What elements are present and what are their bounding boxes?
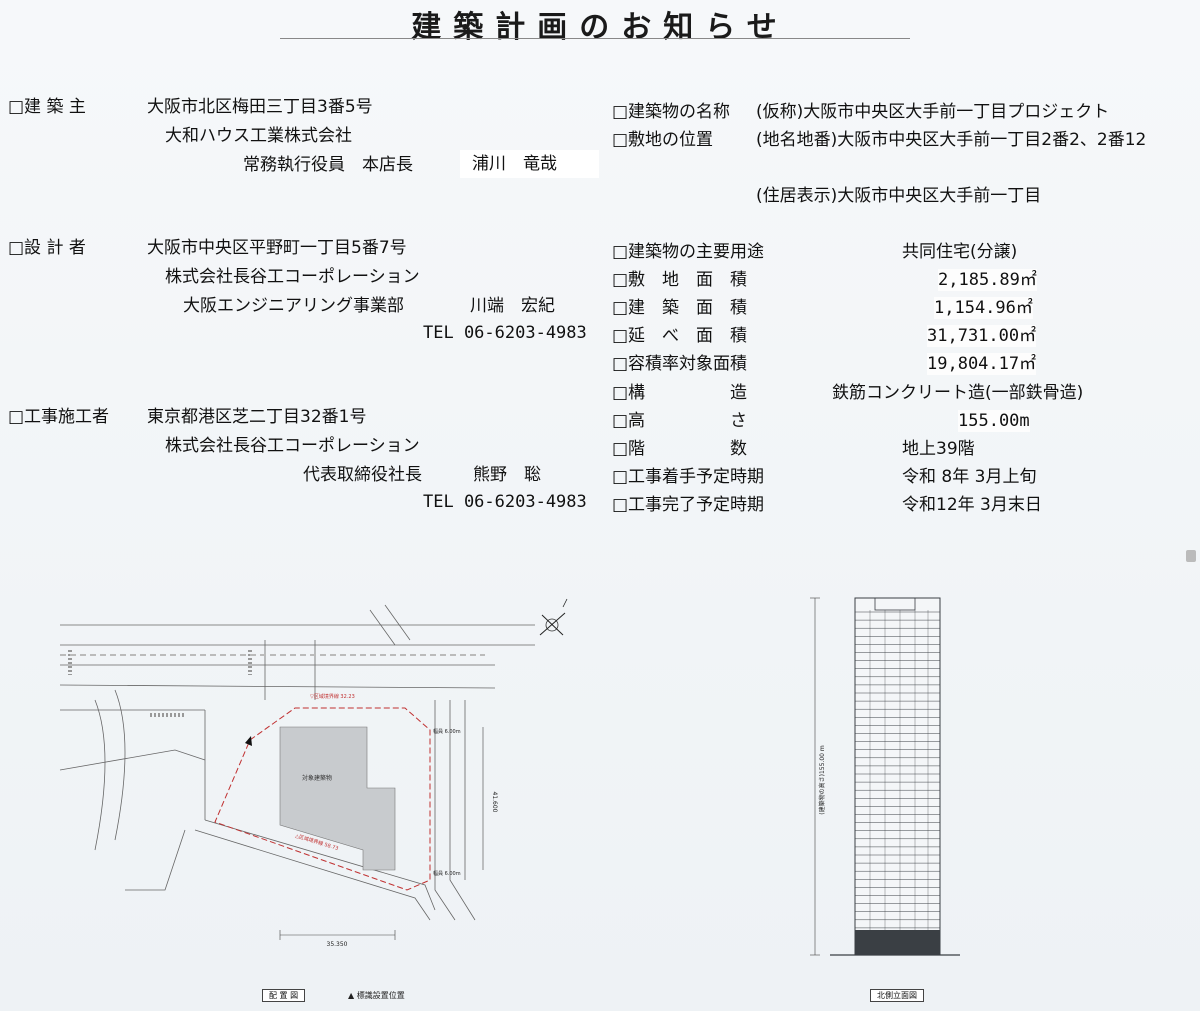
building-label: 対象建築物 xyxy=(302,774,332,782)
height-label: (建築物の高さ)155.00 m xyxy=(818,745,826,815)
spec-row-value: 1,154.96㎡ xyxy=(934,297,1033,319)
owner-label: □建 築 主 xyxy=(8,97,86,117)
contractor-tel: TEL 06-6203-4983 xyxy=(423,492,587,512)
designer-label: □設 計 者 xyxy=(8,238,86,258)
sign-marker xyxy=(245,736,252,746)
contractor-name: 熊野 聡 xyxy=(473,465,541,485)
dim-bottom: 35.350 xyxy=(327,941,348,948)
mounting-pin xyxy=(1186,550,1196,562)
north-elevation: (建築物の高さ)155.00 m xyxy=(810,597,960,956)
spec-row-value: 31,731.00㎡ xyxy=(927,325,1037,347)
owner-address: 大阪市北区梅田三丁目3番5号 xyxy=(147,97,373,117)
contractor-address: 東京都港区芝二丁目32番1号 xyxy=(147,407,367,427)
spec-row-label: □工事完了予定時期 xyxy=(612,495,765,515)
site-plan: 対象建築物 ▽区域境界線 32.23 △区域境界線 58.73 幅員 6.00m… xyxy=(59,604,535,948)
spec-row-label: □構 造 xyxy=(612,383,748,403)
marker-legend: ▲ 標識設置位置 xyxy=(348,991,405,1000)
spec-row-label: □階 数 xyxy=(612,439,748,459)
designer-name: 川端 宏紀 xyxy=(470,296,555,316)
site-plan-caption: 配 置 図 xyxy=(262,989,306,1002)
spec-row-value: 鉄筋コンクリート造(一部鉄骨造) xyxy=(832,383,1084,403)
road-width-2: 幅員 6.00m xyxy=(433,870,461,877)
designer-address: 大阪市中央区平野町一丁目5番7号 xyxy=(147,238,407,258)
boundary-label-1: ▽区域境界線 32.23 xyxy=(310,693,355,700)
owner-name: 浦川 竜哉 xyxy=(460,150,599,178)
contractor-label: □工事施工者 xyxy=(8,407,110,427)
road-width-1: 幅員 6.00m xyxy=(433,728,461,735)
building-name-label: □建築物の名称 xyxy=(612,102,731,122)
owner-company: 大和ハウス工業株式会社 xyxy=(165,126,352,146)
site-boundary xyxy=(214,707,431,891)
dim-right: 41.600 xyxy=(491,792,498,813)
designer-dept: 大阪エンジニアリング事業部 xyxy=(183,296,404,316)
site-address: (住居表示)大阪市中央区大手前一丁目 xyxy=(756,186,1042,206)
building-name: (仮称)大阪市中央区大手前一丁目プロジェクト xyxy=(756,102,1110,122)
spec-row-value: 共同住宅(分譲) xyxy=(902,242,1018,262)
spec-row-value: 155.00m xyxy=(958,410,1030,432)
target-building xyxy=(279,726,396,871)
contractor-company: 株式会社長谷工コーポレーション xyxy=(165,436,420,456)
spec-row-label: □建築物の主要用途 xyxy=(612,242,765,262)
title-underline xyxy=(280,38,910,39)
spec-row-label: □容積率対象面積 xyxy=(612,354,748,374)
spec-row-value: 19,804.17㎡ xyxy=(927,353,1037,375)
north-arrow-icon xyxy=(539,598,568,636)
designer-tel: TEL 06-6203-4983 xyxy=(423,323,587,343)
spec-row-value: 令和 8年 3月上旬 xyxy=(902,467,1037,487)
spec-row-label: □敷 地 面 積 xyxy=(612,270,748,290)
spec-row-label: □高 さ xyxy=(612,411,748,431)
spec-row-value: 令和12年 3月末日 xyxy=(902,495,1042,515)
designer-company: 株式会社長谷工コーポレーション xyxy=(165,267,420,287)
site-label: □敷地の位置 xyxy=(612,130,714,150)
spec-row-label: □工事着手予定時期 xyxy=(612,467,765,487)
page-title: 建築計画のお知らせ xyxy=(411,10,789,45)
contractor-role: 代表取締役社長 xyxy=(303,465,422,485)
elevation-caption: 北側立面図 xyxy=(870,989,924,1002)
site-lot: (地名地番)大阪市中央区大手前一丁目2番2、2番12 xyxy=(756,130,1147,150)
spec-row-value: 地上39階 xyxy=(902,439,975,459)
spec-row-label: □建 築 面 積 xyxy=(612,298,748,318)
spec-row-label: □延 べ 面 積 xyxy=(612,326,748,346)
spec-row-value: 2,185.89㎡ xyxy=(938,269,1037,291)
owner-role: 常務執行役員 本店長 xyxy=(243,155,413,175)
